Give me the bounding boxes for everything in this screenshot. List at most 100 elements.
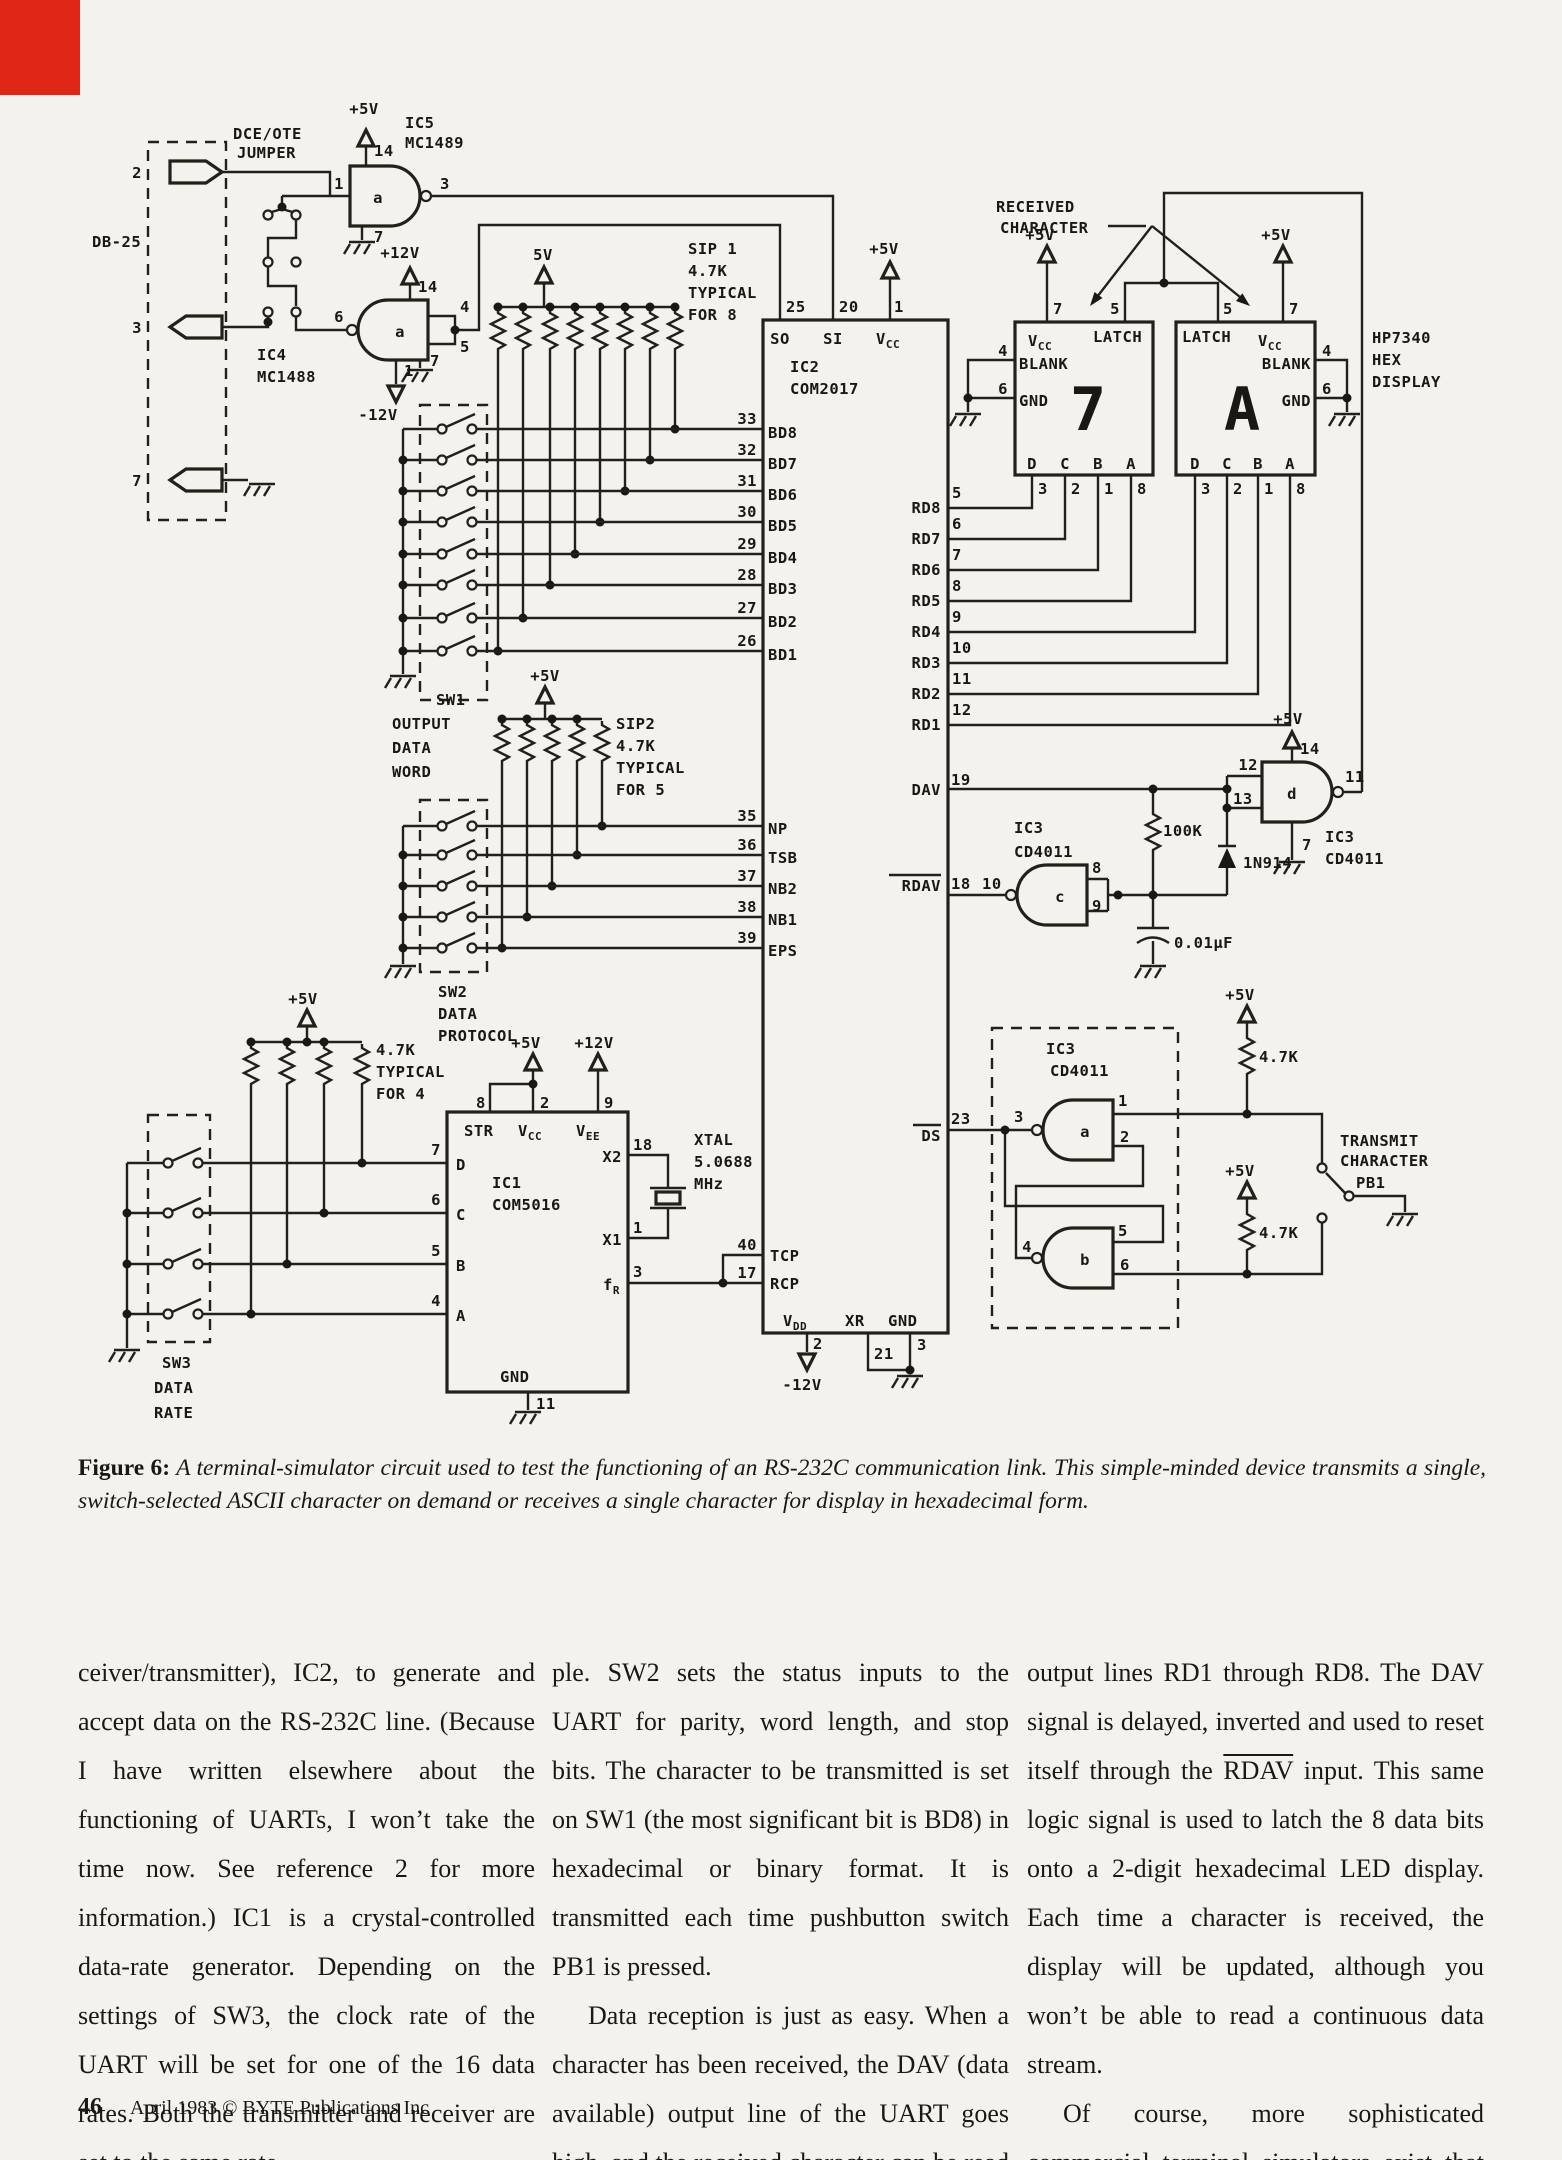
seven-segment-digit: 7 [1070,375,1106,445]
pin-label: B [1253,455,1263,473]
wires [249,1026,364,1314]
db25-connector: 2 3 7 DB-25 [92,140,332,522]
pin-label: LATCH [1093,328,1142,346]
junction-dots [246,1037,367,1319]
gate-letter: a [373,189,383,207]
pin-label: VCC [1258,332,1282,353]
sip2-resistor-network: +5V SIP2 4.7K TYPICAL FOR 5 [493,667,684,953]
pin-number: 6 [1322,380,1332,398]
component-label: 4.7K [376,1041,415,1059]
junction-dots [497,714,607,953]
pin-number: 40 [737,1236,757,1254]
junction-dots [1113,784,1232,900]
pin-label: VDD [783,1312,807,1333]
switch-label: SW1 [436,691,466,709]
switch-label: DATA [438,1005,477,1023]
pin-number: 2 [1071,480,1081,498]
neg-power-arrow-icon [797,1352,817,1372]
pin-label: RD4 [912,623,942,641]
component-label: FOR 8 [688,306,737,324]
pin-number: 6 [431,1191,441,1209]
component-label: 4.7K [688,262,727,280]
pin-number: 11 [952,670,972,688]
pin-label: BD8 [768,424,798,442]
pin-label: NB1 [768,911,798,929]
paragraph: Of course, more sophisticated commercial… [1027,2099,1484,2160]
pin-number: 14 [1300,740,1320,758]
sip1-resistor-network: 5V SIP 1 4.7K TYPICAL FOR 8 [489,240,756,656]
component-value: 4.7K [1259,1224,1298,1242]
paragraph: output lines RD1 through RD8. The DAV si… [1027,1648,1484,2089]
power-label: +5V [1261,226,1291,244]
ic-label: IC3 [1325,828,1355,846]
power-arrow-icon [356,128,376,148]
pin-number: 29 [737,535,757,553]
ground-icon [508,1410,543,1426]
pin-number: 1 [1104,480,1114,498]
pin-label: RD2 [912,685,942,703]
pin-label: BD5 [768,517,798,535]
junction-dots [263,202,287,327]
ic-label: MC1488 [257,368,316,386]
ic5-mc1489: +5V 14 IC5 MC1489 1 3 a 7 [282,100,835,320]
ground-icon [1327,412,1362,428]
pin-number: 4 [1322,342,1332,360]
pin-label: DS [921,1127,941,1145]
sip1-resistors [489,307,684,355]
annotation-label: CHARACTER [1000,219,1089,237]
pin-number: 8 [476,1094,486,1112]
pin-label: BD7 [768,455,798,473]
resistor-4k7 [1238,1032,1256,1080]
pin-number: 10 [982,875,1002,893]
junction-dot [450,325,460,335]
pullup-resistors [242,1042,371,1090]
pin-number: 7 [430,352,440,370]
junction-dots [122,1208,132,1319]
component-label: SIP2 [616,715,655,733]
nand-gate-d [1260,760,1334,824]
pin-number: 6 [998,380,1008,398]
nand-gate [356,298,430,362]
pin-label: C [1222,455,1232,473]
resistor-100k [1144,808,1162,856]
pin-number: 14 [418,278,438,296]
power-label: +5V [349,100,379,118]
pin-number: 36 [737,836,757,854]
pin-number: 3 [917,1336,927,1354]
pin-number: 4 [431,1292,441,1310]
power-label: +5V [869,240,899,258]
sw3-outline [146,1113,212,1344]
figure-caption-label: Figure 6: [78,1455,171,1481]
connector-label: DB-25 [92,233,141,251]
ic3-outline [990,1026,1180,1330]
ic-label: MC1489 [405,134,464,152]
display-label: HEX [1372,351,1402,369]
pin-label: B [456,1257,466,1275]
ic-label: IC3 [1014,819,1044,837]
pin-number: 2 [1120,1128,1130,1146]
pin-number: 23 [951,1110,971,1128]
ic-label: IC3 [1046,1040,1076,1058]
gate-letter: b [1080,1251,1090,1269]
junction-dots [493,302,680,656]
pin-number: 5 [1110,300,1120,318]
publication-credit: April 1983 © BYTE Publications Inc [130,2097,430,2119]
gate-letter: a [1080,1123,1090,1141]
ground-icon [342,240,377,256]
wires [401,427,763,674]
inverter-bubble [1030,1123,1044,1137]
pin-label: XR [845,1312,865,1330]
pin-label: C [456,1206,466,1224]
switch-label: SW2 [438,983,468,1001]
component-label: XTAL [694,1131,733,1149]
power-arrow-icon [535,685,555,705]
pin-label: BLANK [1019,355,1068,373]
annotation-label: CHARACTER [1340,1152,1429,1170]
figure6-schematic: 2 3 7 DB-25 DCE/OTE JUMPER +5V 14 IC5 MC… [92,100,1440,1426]
pin-number: 18 [951,875,971,893]
pin-label: fR [603,1276,620,1297]
pin-number: 3 [633,1263,643,1281]
ic1-com5016: +5V +12V 8 2 9 STR VCC VEE IC1 COM5016 7… [431,1034,763,1426]
nand-gate-b [1041,1226,1115,1290]
switch-label: OUTPUT [392,715,451,733]
